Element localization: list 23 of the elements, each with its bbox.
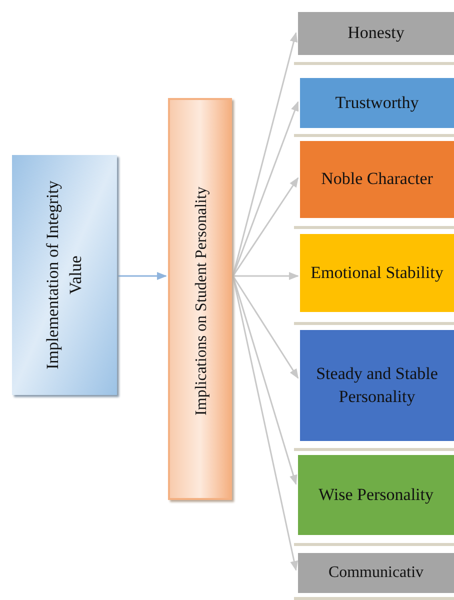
- box-label: Implementation of Integrity Value: [42, 180, 86, 372]
- outcome-box: [300, 141, 454, 218]
- box-label: Noble Character: [320, 168, 434, 190]
- box-label: Honesty: [346, 22, 406, 44]
- arrow: [232, 177, 299, 276]
- process-box: [168, 98, 232, 500]
- outcome-box: [300, 330, 454, 441]
- box-label: Steady and Stable Personality: [315, 362, 439, 408]
- outcome-box: [300, 234, 454, 312]
- arrow: [232, 32, 298, 276]
- arrow: [118, 272, 167, 280]
- box-label: Implications on Student Personality: [192, 186, 212, 418]
- outcome-box: [298, 553, 454, 593]
- process-box: [12, 155, 117, 395]
- outcome-box: [298, 455, 454, 535]
- arrow: [233, 272, 299, 280]
- outcome-box: [300, 78, 454, 128]
- box-label: Communicativ: [327, 563, 425, 584]
- arrow: [232, 276, 299, 379]
- box-label: Trustworthy: [334, 92, 420, 114]
- box-label: Emotional Stability: [310, 262, 444, 284]
- box-label: Wise Personality: [318, 484, 434, 506]
- outcome-box: [298, 12, 454, 55]
